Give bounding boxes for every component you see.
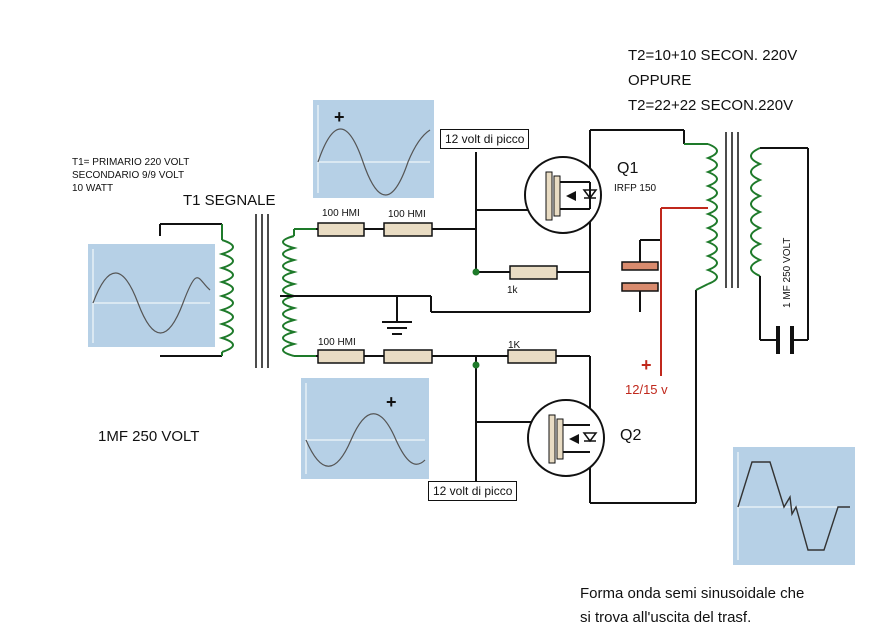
r5-label: 1K <box>508 340 521 351</box>
t1-spec-line-1: T1= PRIMARIO 220 VOLT <box>72 157 190 168</box>
output-capacitor-label: 1 MF 250 VOLT <box>782 237 793 308</box>
mosfet-q1 <box>524 156 602 234</box>
caption-line-2: si trova all'uscita del trasf. <box>580 609 752 626</box>
capacitor-note: 1MF 250 VOLT <box>98 428 200 445</box>
scope-panel-output <box>733 447 855 565</box>
supply-voltage-label: 12/15 v <box>625 382 668 397</box>
r4-label: 1k <box>507 285 518 296</box>
resistor-r3b <box>383 349 433 364</box>
supply-capacitor <box>621 239 662 312</box>
t1-transformer <box>159 214 316 368</box>
t1-spec-line-2: SECONDARIO 9/9 VOLT <box>72 170 185 181</box>
peak-voltage-box-top: 12 volt di picco <box>440 129 530 149</box>
scope-bottom-plus: + <box>386 392 397 412</box>
junction-dot <box>472 268 480 276</box>
center-tap-wiring <box>280 295 590 335</box>
scope-panel-bottom <box>301 378 429 479</box>
resistor-r2 <box>383 222 433 237</box>
junction-dot <box>472 361 480 369</box>
scope-top-plus: + <box>334 107 345 127</box>
q1-label: Q1 <box>617 160 639 177</box>
resistor-r1 <box>317 222 365 237</box>
scope-panel-input <box>88 244 215 347</box>
t2-spec-line-3: T2=22+22 SECON.220V <box>628 97 794 114</box>
scope-panel-top <box>313 100 434 198</box>
output-capacitor <box>760 326 808 354</box>
q2-label: Q2 <box>620 427 642 444</box>
t2-transformer <box>684 132 809 340</box>
peak-voltage-box-bottom: 12 volt di picco <box>428 481 518 501</box>
r2-label: 100 HMI <box>388 209 426 220</box>
resistor-r3 <box>317 349 365 364</box>
supply-wire <box>660 207 708 376</box>
t1-title: T1 SEGNALE <box>183 192 276 209</box>
resistor-r4 <box>509 265 558 280</box>
t2-spec-line-1: T2=10+10 SECON. 220V <box>628 47 798 64</box>
r1-label: 100 HMI <box>322 208 360 219</box>
resistor-r5 <box>507 349 557 364</box>
q1-model-label: IRFP 150 <box>614 183 657 194</box>
t2-spec-line-2: OPPURE <box>628 72 692 89</box>
r3-label: 100 HMI <box>318 337 356 348</box>
supply-plus-sign: + <box>641 355 652 375</box>
mosfet-q2 <box>527 399 605 477</box>
t1-spec-line-3: 10 WATT <box>72 183 114 194</box>
caption-line-1: Forma onda semi sinusoidale che <box>580 585 805 602</box>
